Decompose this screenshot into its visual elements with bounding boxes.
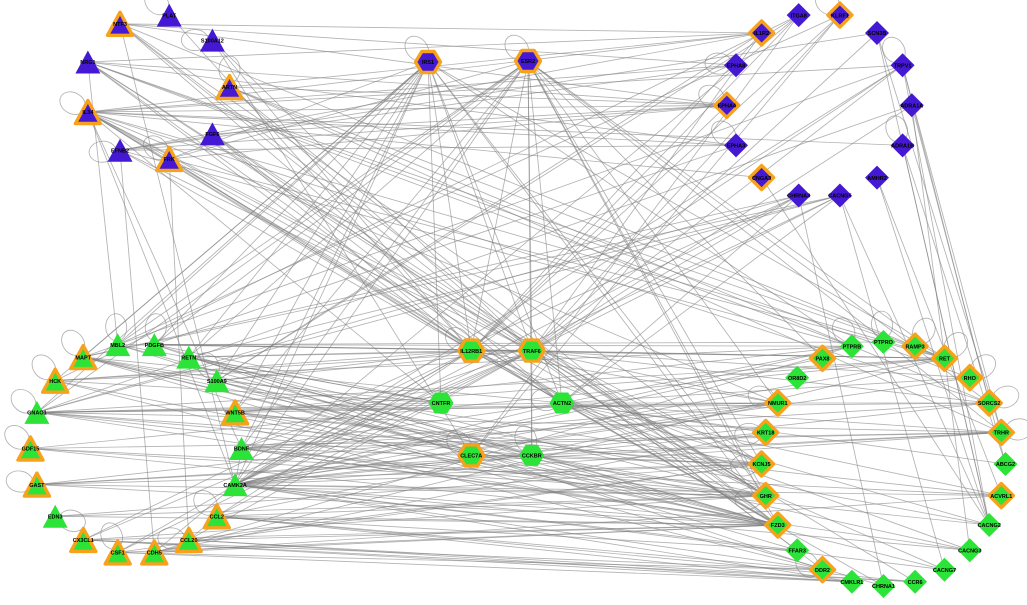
svg-text:KRT18: KRT18	[757, 431, 774, 437]
svg-text:ADRA1A: ADRA1A	[900, 104, 923, 110]
svg-text:RHO: RHO	[964, 376, 977, 382]
svg-text:NMUR1: NMUR1	[768, 401, 788, 407]
svg-text:CACNG7: CACNG7	[933, 568, 956, 574]
svg-text:PDGFB: PDGFB	[145, 343, 164, 349]
svg-text:PTPRO: PTPRO	[874, 340, 894, 346]
svg-text:S100A9: S100A9	[207, 379, 227, 385]
svg-text:CMKLR1: CMKLR1	[840, 580, 863, 586]
svg-text:WNT5B: WNT5B	[225, 411, 245, 417]
svg-text:CNTFR: CNTFR	[432, 401, 451, 407]
svg-text:IL12RB1: IL12RB1	[460, 349, 482, 355]
svg-text:EPHA8: EPHA8	[727, 63, 745, 69]
svg-text:ABCG2: ABCG2	[996, 462, 1015, 468]
svg-text:NRG1: NRG1	[80, 60, 95, 66]
svg-text:KLRF1: KLRF1	[831, 13, 849, 19]
svg-text:EFNB2: EFNB2	[111, 148, 129, 154]
svg-text:CCL2: CCL2	[210, 515, 224, 521]
svg-text:KCNJ5: KCNJ5	[752, 462, 770, 468]
svg-text:EPHA3: EPHA3	[727, 144, 745, 150]
svg-text:CNGA3: CNGA3	[752, 176, 771, 182]
svg-text:SCN3B: SCN3B	[868, 31, 887, 37]
svg-text:CSF1: CSF1	[111, 551, 125, 557]
svg-text:CX3CL1: CX3CL1	[73, 538, 94, 544]
svg-text:CDH5: CDH5	[147, 551, 162, 557]
svg-text:MAPT: MAPT	[75, 355, 91, 361]
svg-text:TRHR: TRHR	[994, 431, 1009, 437]
svg-text:EDN3: EDN3	[48, 515, 63, 521]
svg-text:RET: RET	[939, 357, 951, 363]
svg-text:CHRNA1: CHRNA1	[872, 584, 895, 590]
svg-text:S100A12: S100A12	[201, 38, 224, 44]
svg-text:HCK: HCK	[49, 379, 61, 385]
svg-text:CACNG3: CACNG3	[958, 549, 981, 555]
svg-text:CACNG5: CACNG5	[828, 194, 851, 200]
svg-text:FRK: FRK	[164, 157, 175, 163]
svg-text:ACTN2: ACTN2	[553, 401, 571, 407]
svg-text:ITGA8: ITGA8	[791, 13, 807, 19]
svg-text:IL1R2: IL1R2	[754, 31, 769, 37]
svg-text:EPHA4: EPHA4	[718, 104, 737, 110]
svg-text:GNAO1: GNAO1	[27, 411, 47, 417]
svg-text:ESR2: ESR2	[521, 59, 535, 65]
svg-text:CHRNA3: CHRNA3	[787, 194, 810, 200]
svg-text:NTF3: NTF3	[113, 22, 127, 28]
svg-text:AMHR2: AMHR2	[867, 176, 887, 182]
svg-text:IRS1: IRS1	[422, 60, 434, 66]
svg-text:CCL20: CCL20	[180, 538, 197, 544]
svg-text:GAST: GAST	[29, 483, 45, 489]
svg-text:CLEC7A: CLEC7A	[460, 454, 482, 460]
svg-text:TRAF6: TRAF6	[523, 349, 541, 355]
svg-text:MBL2: MBL2	[110, 343, 125, 349]
svg-text:PAX8: PAX8	[816, 357, 830, 363]
svg-text:CCR6: CCR6	[908, 580, 923, 586]
svg-text:ARTN: ARTN	[222, 85, 237, 91]
svg-text:SORCS2: SORCS2	[978, 401, 1001, 407]
svg-text:FGF6: FGF6	[205, 132, 219, 138]
svg-text:ADRA1B: ADRA1B	[891, 144, 914, 150]
svg-text:GHR: GHR	[760, 494, 772, 500]
svg-text:RETN: RETN	[181, 355, 196, 361]
svg-text:PTPRB: PTPRB	[843, 344, 862, 350]
svg-text:RAMP3: RAMP3	[905, 344, 924, 350]
svg-text:BDNF: BDNF	[234, 447, 250, 453]
svg-text:CACNG2: CACNG2	[978, 523, 1001, 529]
svg-text:TRPV1: TRPV1	[894, 63, 912, 69]
svg-text:FFAR3: FFAR3	[788, 549, 805, 555]
svg-text:ACVRL1: ACVRL1	[990, 494, 1012, 500]
svg-text:GDF15: GDF15	[22, 447, 40, 453]
svg-text:OR8D2: OR8D2	[788, 376, 806, 382]
svg-text:CCKBR: CCKBR	[522, 454, 542, 460]
svg-text:IL34: IL34	[82, 110, 94, 116]
svg-text:DDR2: DDR2	[815, 568, 830, 574]
svg-text:CAMK2A: CAMK2A	[223, 483, 247, 489]
svg-text:PLAT: PLAT	[162, 13, 177, 19]
svg-text:FZD3: FZD3	[771, 523, 785, 529]
